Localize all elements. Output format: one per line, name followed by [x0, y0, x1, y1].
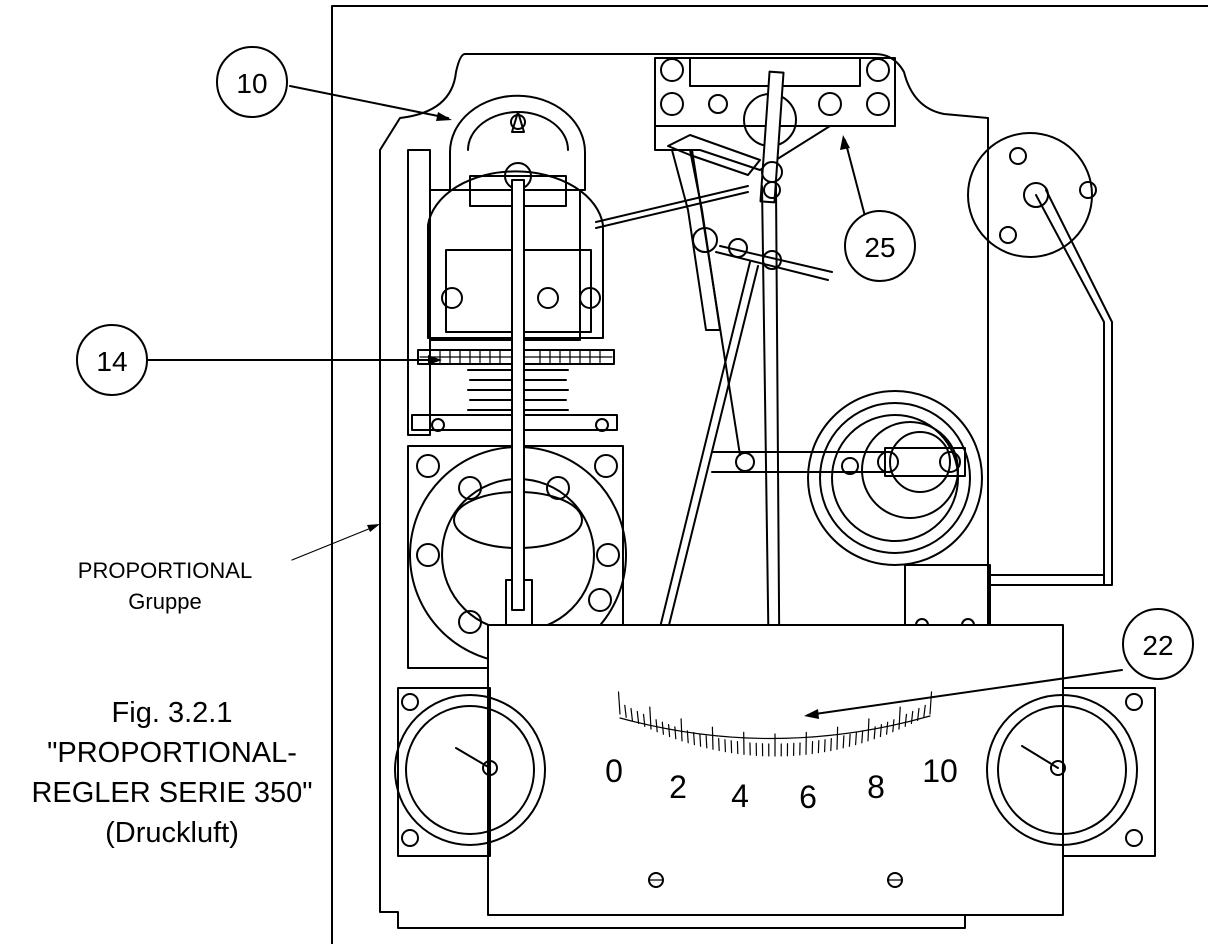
callout-label: 22 — [1142, 630, 1173, 661]
scale-tick — [862, 731, 863, 743]
scale-tick — [849, 734, 850, 746]
callout-label: 10 — [236, 68, 267, 99]
callout-label: 14 — [96, 346, 127, 377]
callout-14: 14 — [77, 325, 147, 395]
scale-tick — [856, 733, 857, 745]
caption-line1: Fig. 3.2.1 — [22, 693, 322, 733]
scale-panel — [488, 625, 1063, 915]
caption-line3: REGLER SERIE 350" — [22, 773, 322, 813]
scale-label: 6 — [799, 779, 817, 815]
callout-25: 25 — [845, 211, 915, 281]
central-stem — [512, 180, 524, 610]
scale-tick — [694, 733, 695, 745]
group-label: PROPORTIONAL Gruppe — [40, 555, 290, 617]
callout-22: 22 — [1123, 609, 1193, 679]
callout-10: 10 — [217, 47, 287, 117]
caption-line4: (Druckluft) — [22, 813, 322, 853]
scale-tick — [706, 736, 707, 748]
scale-label: 0 — [605, 753, 623, 789]
scale-tick — [700, 734, 701, 746]
spiral-spring — [712, 391, 990, 631]
scale-tick — [831, 739, 832, 751]
scale-tick — [712, 727, 713, 749]
callout-label: 25 — [864, 232, 895, 263]
group-label-line2: Gruppe — [40, 586, 290, 617]
scale-tick — [837, 727, 838, 749]
scale-tick — [687, 731, 688, 743]
adjust-knob — [968, 133, 1112, 585]
scale-tick — [719, 739, 720, 751]
figure-caption: Fig. 3.2.1 "PROPORTIONAL- REGLER SERIE 3… — [22, 693, 322, 853]
scale-label: 8 — [867, 769, 885, 805]
scale-tick — [843, 736, 844, 748]
group-label-line1: PROPORTIONAL — [40, 555, 290, 586]
scale-label: 2 — [669, 769, 687, 805]
caption-line2: "PROPORTIONAL- — [22, 733, 322, 773]
scale-label: 4 — [731, 778, 749, 814]
scale-label: 10 — [922, 753, 958, 789]
